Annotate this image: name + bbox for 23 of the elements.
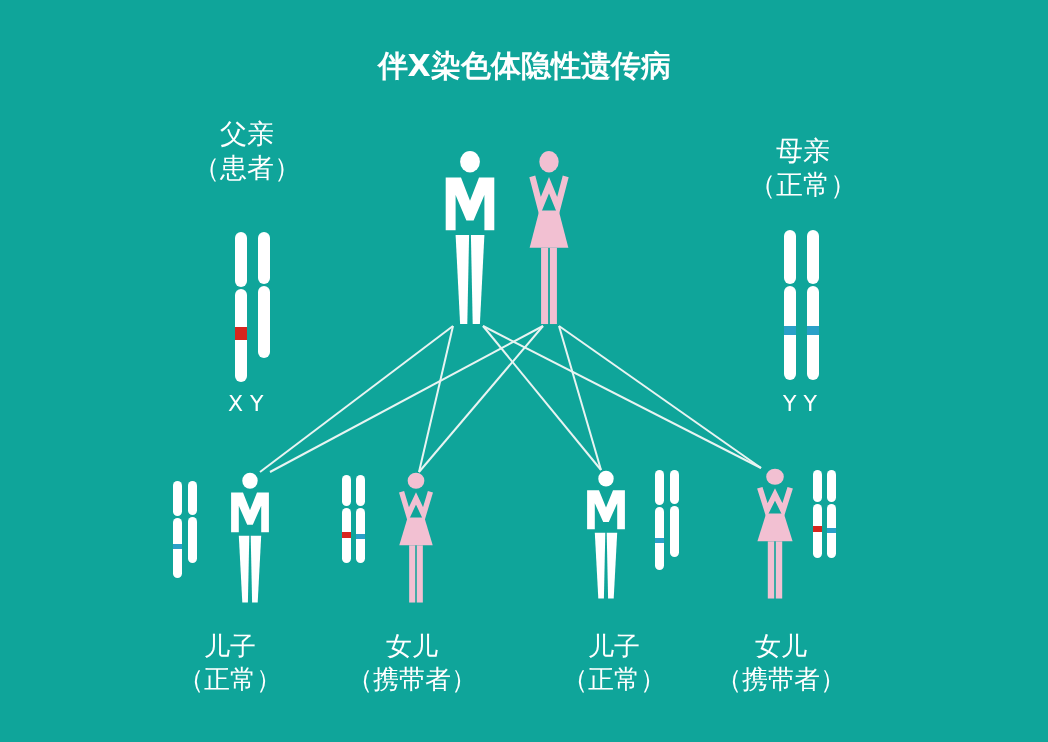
man-figure — [229, 472, 271, 604]
connector-line — [418, 325, 454, 473]
chromosome-label: X Y — [228, 390, 264, 418]
woman-figure — [755, 468, 795, 600]
connector-line — [418, 325, 544, 473]
woman-figure — [397, 472, 435, 604]
woman-figure — [527, 150, 571, 326]
figure-caption: 女儿（携带者） — [347, 630, 477, 695]
connector-line — [482, 325, 602, 471]
title: 伴X染色体隐性遗传病 — [377, 47, 671, 85]
connector-line — [558, 325, 762, 469]
figure-caption: 儿子（正常） — [562, 630, 666, 695]
parent-label: 父亲（患者） — [193, 117, 301, 185]
figure-caption: 儿子（正常） — [178, 630, 282, 695]
connector-line — [269, 325, 544, 473]
chromosome-label: Y Y — [783, 390, 817, 418]
connector-line — [482, 325, 762, 469]
connector-line — [558, 325, 602, 471]
figure-caption: 女儿（携带者） — [716, 630, 846, 695]
man-figure — [443, 150, 497, 326]
parent-label: 母亲（正常） — [749, 134, 857, 202]
connector-line — [259, 325, 454, 473]
man-figure — [585, 470, 627, 600]
